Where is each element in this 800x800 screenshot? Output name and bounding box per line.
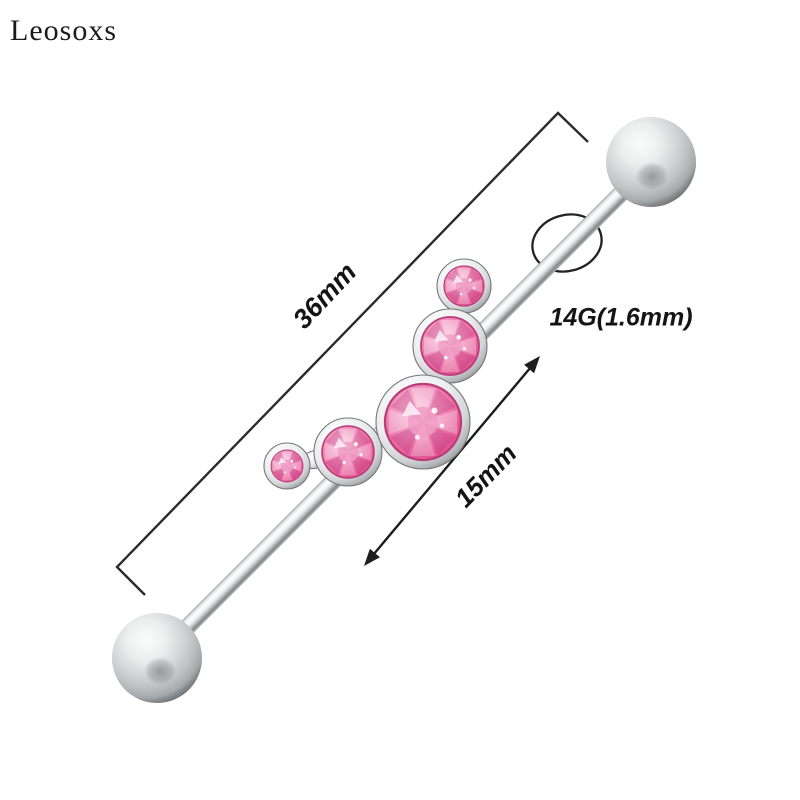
gem-5 <box>270 449 304 483</box>
barbell-ball-bottom <box>112 613 202 703</box>
gem-3 <box>383 382 463 462</box>
gem-cluster <box>263 258 492 490</box>
gem-2 <box>420 316 480 376</box>
gauge-circle <box>531 213 603 273</box>
gem-1 <box>443 265 485 307</box>
barbell-ball-top <box>606 117 696 207</box>
dimension-line-36mm <box>115 111 589 596</box>
gauge-label-14g: 14G(1.6mm) <box>549 303 693 332</box>
gem-4 <box>321 425 375 479</box>
brand-logo: Leosoxs <box>10 14 117 47</box>
dimension-arrow-15mm <box>364 356 540 566</box>
